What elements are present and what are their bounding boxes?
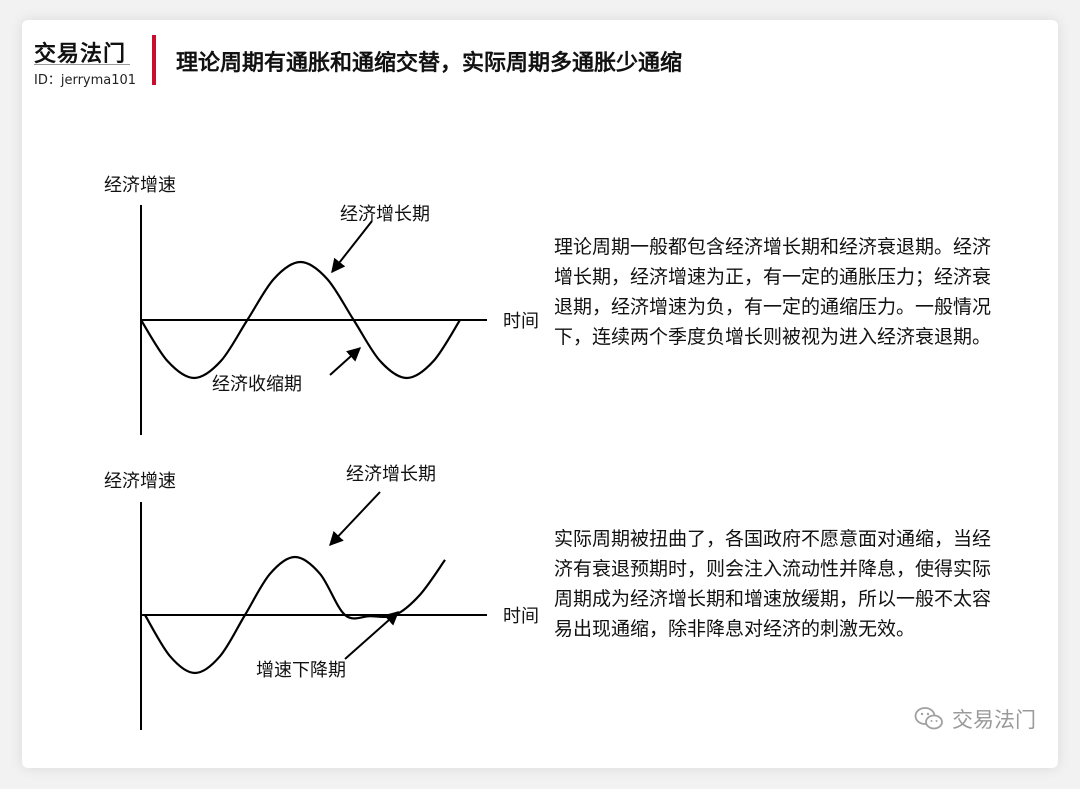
brand-id: ID：jerryma101 [34, 73, 137, 88]
x-axis-label: 时间 [503, 606, 539, 627]
content-card [22, 20, 1058, 768]
annotation-arrow [329, 347, 362, 376]
y-axis-label: 经济增速 [104, 471, 176, 492]
title-accent-bar [152, 35, 156, 85]
annotation-label: 经济增长期 [340, 204, 430, 225]
annotation-label: 经济增长期 [346, 464, 436, 485]
annotation-arrow [331, 220, 373, 274]
watermark: 交易法门 [914, 704, 1036, 734]
page-title: 理论周期有通胀和通缩交替，实际周期多通胀少通缩 [176, 51, 683, 76]
y-axis-label: 经济增速 [104, 175, 176, 196]
description-actual: 实际周期被扭曲了，各国政府不愿意面对通缩，当经济有衰退预期时，则会注入流动性并降… [554, 528, 992, 640]
watermark-text: 交易法门 [952, 708, 1036, 732]
brand-underline [34, 64, 130, 65]
series-line [140, 260, 461, 380]
wechat-icon [914, 707, 943, 730]
x-axis-label: 时间 [503, 311, 539, 332]
annotation-label: 增速下降期 [256, 660, 346, 681]
description-theoretical: 理论周期一般都包含经济增长期和经济衰退期。经济增长期，经济增速为正，有一定的通胀… [554, 236, 992, 348]
annotation-label: 经济收缩期 [212, 374, 302, 395]
annotation-arrow [329, 491, 381, 547]
brand-name: 交易法门 [34, 42, 127, 67]
annotation-arrow [344, 611, 400, 660]
